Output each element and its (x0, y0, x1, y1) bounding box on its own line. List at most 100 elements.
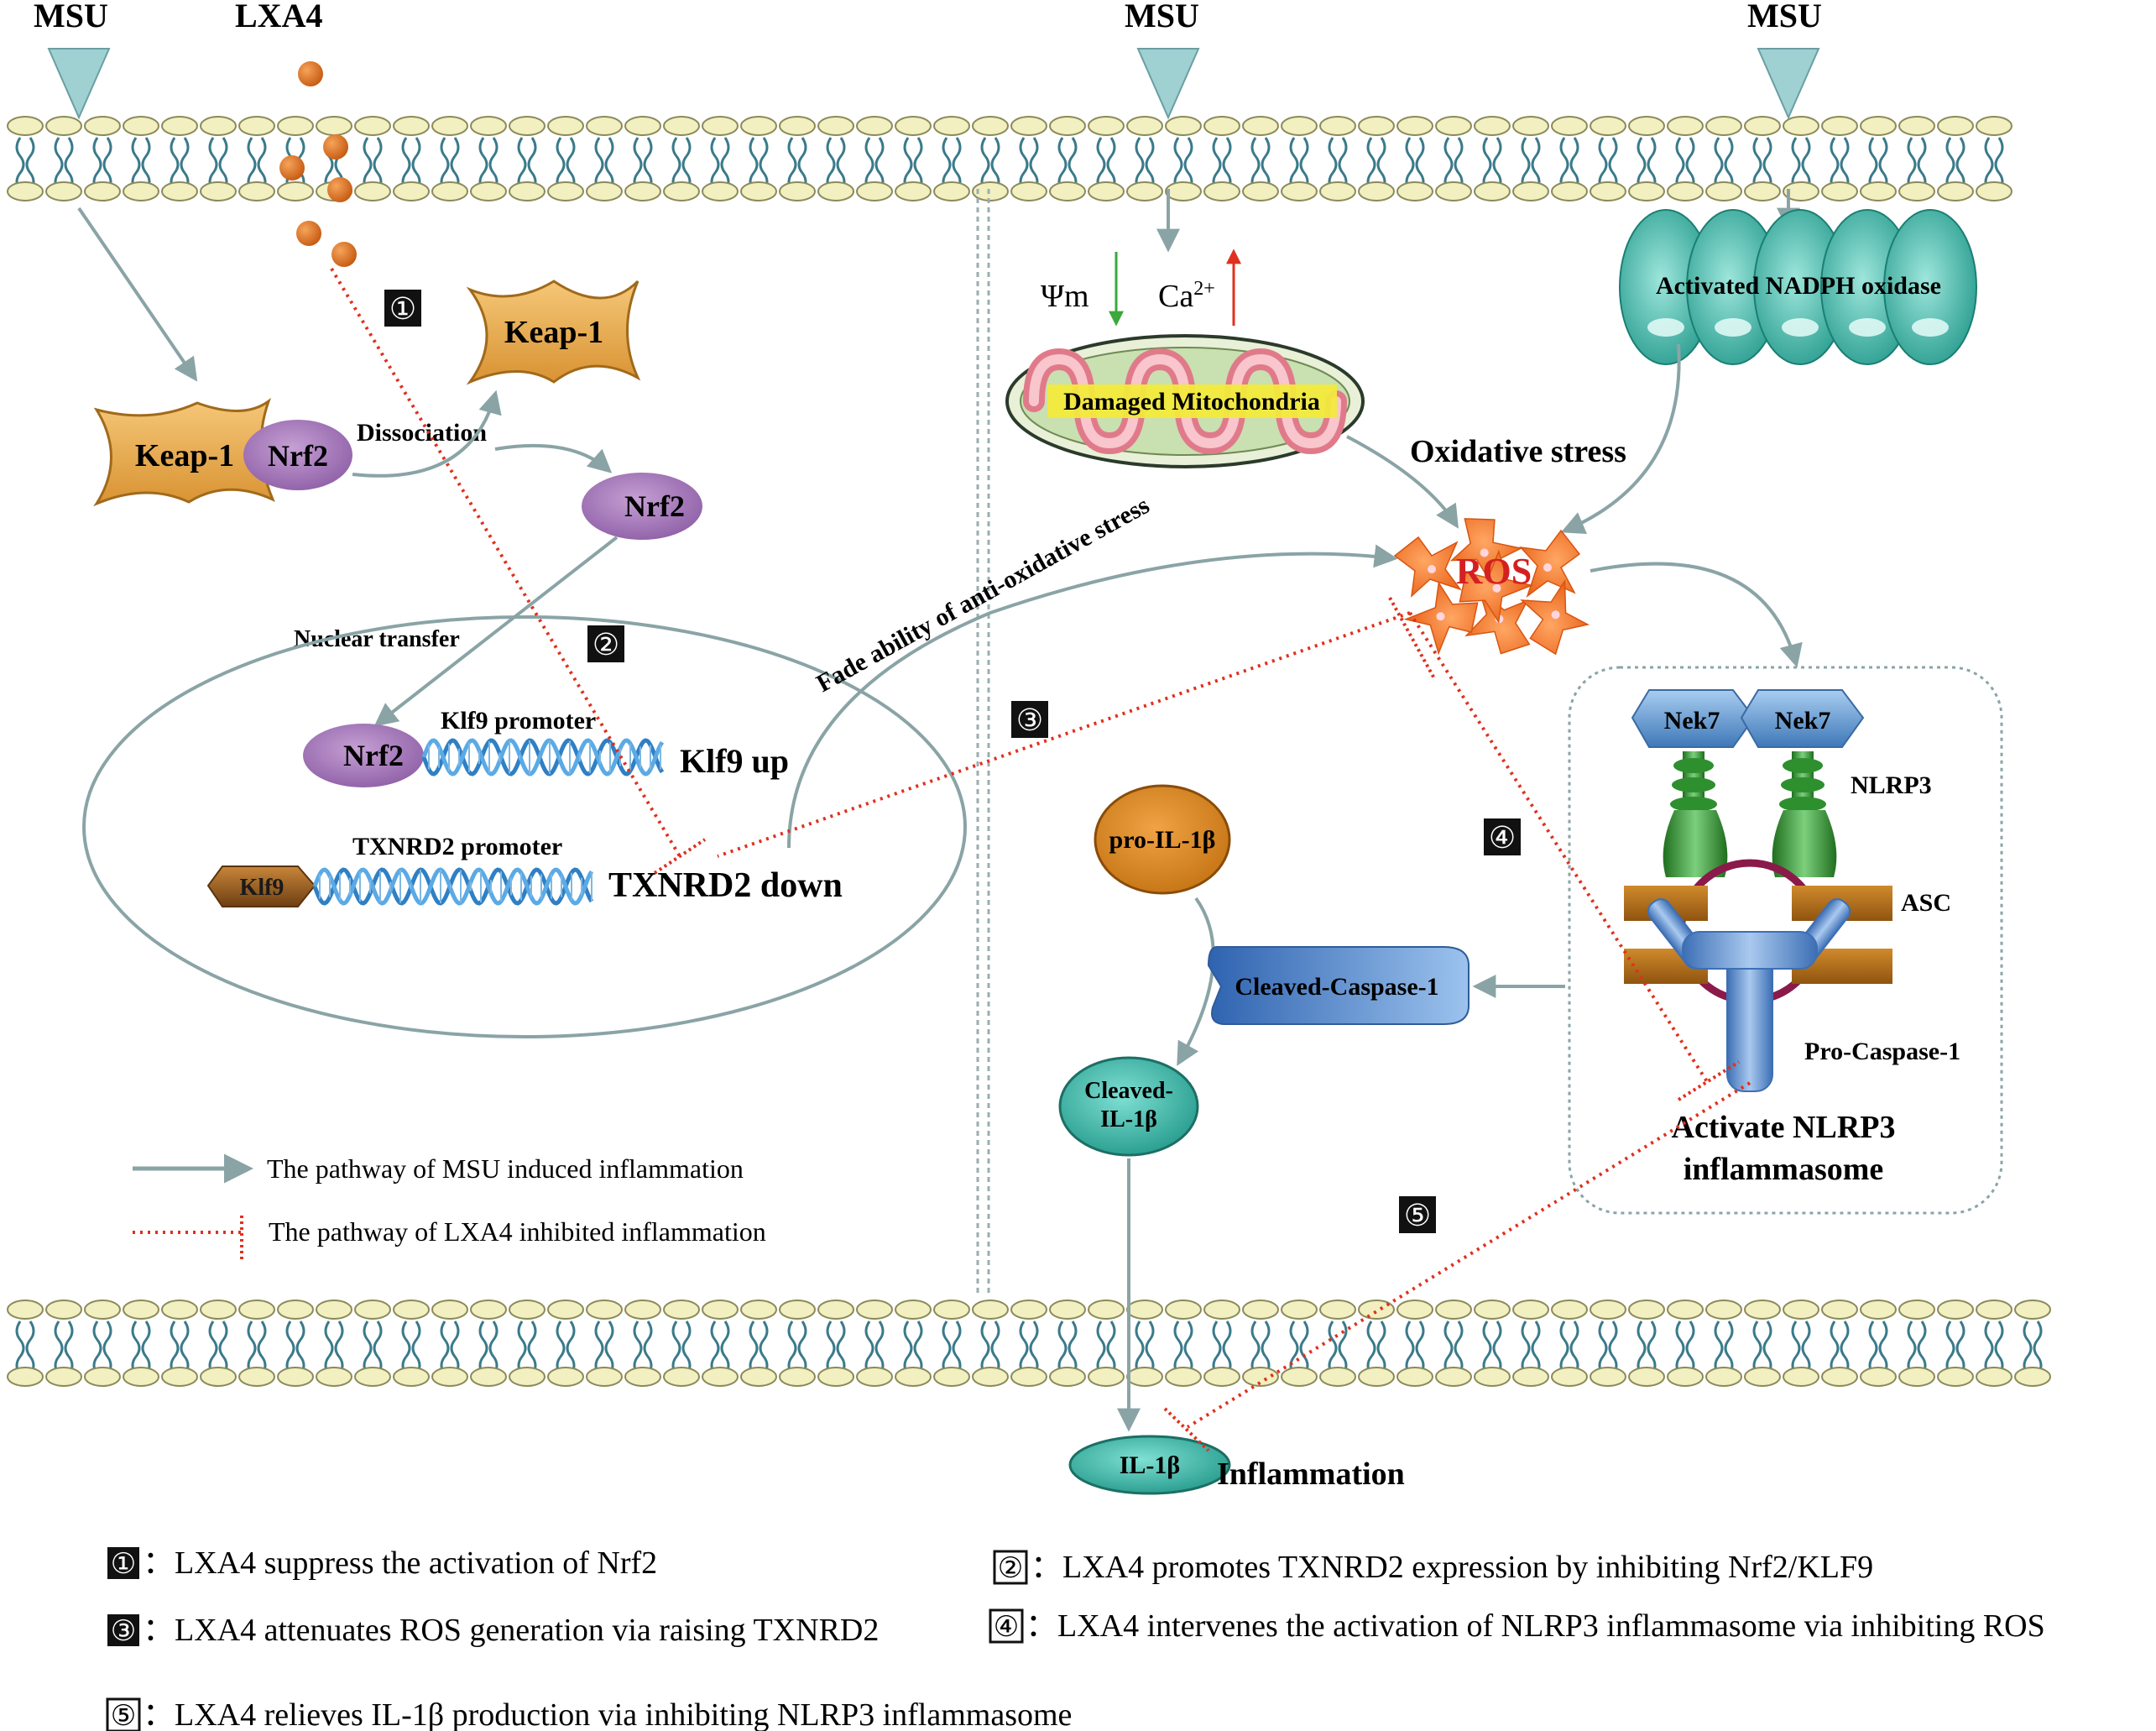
compartment-divider (976, 189, 990, 1297)
lipid-molecule (393, 116, 430, 201)
dissociation-label: Dissociation (357, 419, 487, 447)
lipid-molecule (393, 1300, 430, 1387)
lipid-molecule (1088, 1300, 1125, 1387)
step-marker-2: ② (587, 625, 624, 662)
lipid-molecule (972, 116, 1009, 201)
lipid-molecule (1590, 1300, 1626, 1387)
lipid-molecule (817, 1300, 854, 1387)
lipid-molecule (1203, 1300, 1240, 1387)
nrf2-free (582, 473, 702, 540)
lipid-molecule (702, 1300, 739, 1387)
fade-ability-arrow (787, 544, 1398, 849)
lipid-molecule (972, 1300, 1009, 1387)
klf9-promoter-label: Klf9 promoter (441, 707, 596, 735)
cell-membrane-bottom (7, 1300, 2051, 1387)
nlrp3-left (1663, 751, 1728, 877)
lipid-molecule (1512, 116, 1549, 201)
lipid-molecule (624, 116, 661, 201)
lxa4-molecules (279, 61, 357, 267)
nucleus (82, 615, 967, 1038)
pro-caspase1-label: Pro-Caspase-1 (1804, 1038, 1960, 1065)
lipid-molecule (277, 1300, 314, 1387)
lipid-molecule (123, 1300, 159, 1387)
cell-membrane-top (7, 116, 2012, 201)
lipid-molecule (431, 1300, 468, 1387)
nadph-subunit (1883, 209, 1977, 365)
oxidative-stress-label: Oxidative stress (1410, 434, 1626, 469)
lipid-molecule (817, 116, 854, 201)
lipid-molecule (586, 1300, 623, 1387)
lipid-molecule (161, 1300, 198, 1387)
nadph-oxidase (1619, 209, 1977, 365)
lipid-molecule (277, 116, 314, 201)
lipid-molecule (1821, 116, 1858, 201)
ros-molecule (1459, 549, 1534, 624)
lipid-molecule (1088, 116, 1125, 201)
lipid-molecule (1165, 116, 1202, 201)
nrf2-nucleus-label: Nrf2 (343, 739, 404, 772)
lipid-molecule (354, 1300, 391, 1387)
cleaved-caspase1-label: Cleaved-Caspase-1 (1235, 973, 1438, 1001)
ros-cluster (1393, 518, 1590, 656)
lipid-molecule (45, 1300, 82, 1387)
step-marker-3: ③ (1011, 701, 1048, 738)
lipid-molecule (123, 116, 159, 201)
nrf2-bound (243, 420, 352, 490)
footnote-1-mark: ① (111, 1549, 136, 1580)
footnote-2-mark: ② (998, 1553, 1023, 1584)
lipid-molecule (470, 116, 507, 201)
lipid-molecule (354, 116, 391, 201)
lipid-molecule (1010, 116, 1047, 201)
lipid-molecule (779, 116, 816, 201)
lipid-molecule (740, 1300, 777, 1387)
damaged-mitochondria: Damaged Mitochondria (1005, 334, 1365, 468)
lipid-molecule (509, 1300, 546, 1387)
lipid-molecule (1821, 1300, 1858, 1387)
footnote-1: ① ：LXA4 suppress the activation of Nrf2 (107, 1545, 657, 1581)
txnrd2-down-label: TXNRD2 down (608, 866, 843, 905)
nlrp3-label: NLRP3 (1851, 771, 1932, 799)
lipid-molecule (1705, 116, 1742, 201)
lipid-molecule (1049, 1300, 1086, 1387)
lxa4-label: LXA4 (235, 0, 322, 34)
footnotes: ① ：LXA4 suppress the activation of Nrf2 … (106, 1545, 2045, 1731)
nek7-left-label: Nek7 (1664, 707, 1720, 735)
nrf2-nucleus (303, 724, 424, 787)
step-marker-5: ⑤ (1399, 1196, 1436, 1233)
nadph-label: Activated NADPH oxidase (1656, 272, 1941, 300)
nek7-left: Nek7 (1631, 689, 1756, 748)
lipid-molecule (200, 1300, 237, 1387)
lipid-molecule (1667, 1300, 1704, 1387)
lipid-molecule (663, 1300, 700, 1387)
lipid-molecule (1319, 1300, 1356, 1387)
lipid-molecule (316, 1300, 352, 1387)
ros-molecule (1519, 529, 1581, 599)
lipid-molecule (663, 116, 700, 201)
cleaved-il1b-line2: IL-1β (1100, 1106, 1157, 1132)
mito-to-ros-arrow (1346, 435, 1459, 529)
lipid-molecule (1744, 1300, 1781, 1387)
lipid-molecule (779, 1300, 816, 1387)
nadph-subunit (1753, 209, 1847, 365)
lipid-molecule (933, 1300, 970, 1387)
pro-caspase1 (1647, 898, 1851, 1092)
klf9-protein-label: Klf9 (240, 875, 285, 901)
lipid-molecule (856, 116, 893, 201)
cleaved-il1b: Cleaved- IL-1β (1058, 1056, 1199, 1157)
lipid-molecule (1281, 1300, 1318, 1387)
lipid-molecule (1474, 1300, 1511, 1387)
footnote-2: ② ：LXA4 promotes TXNRD2 expression by in… (993, 1550, 1873, 1585)
lipid-molecule (895, 1300, 932, 1387)
pro-il1b-to-cleaved-arrow (1177, 897, 1215, 1066)
calcium-label: Ca2+ (1158, 278, 1215, 314)
nadph-subunit (1686, 209, 1780, 365)
ros-molecule (1393, 536, 1463, 598)
lipid-molecule (1628, 1300, 1665, 1387)
lipid-molecule (1319, 116, 1356, 201)
lipid-molecule (1783, 116, 1819, 201)
lipid-molecule (45, 116, 82, 201)
lipid-molecule (1551, 1300, 1588, 1387)
pro-il1b-label: pro-IL-1β (1109, 826, 1216, 854)
